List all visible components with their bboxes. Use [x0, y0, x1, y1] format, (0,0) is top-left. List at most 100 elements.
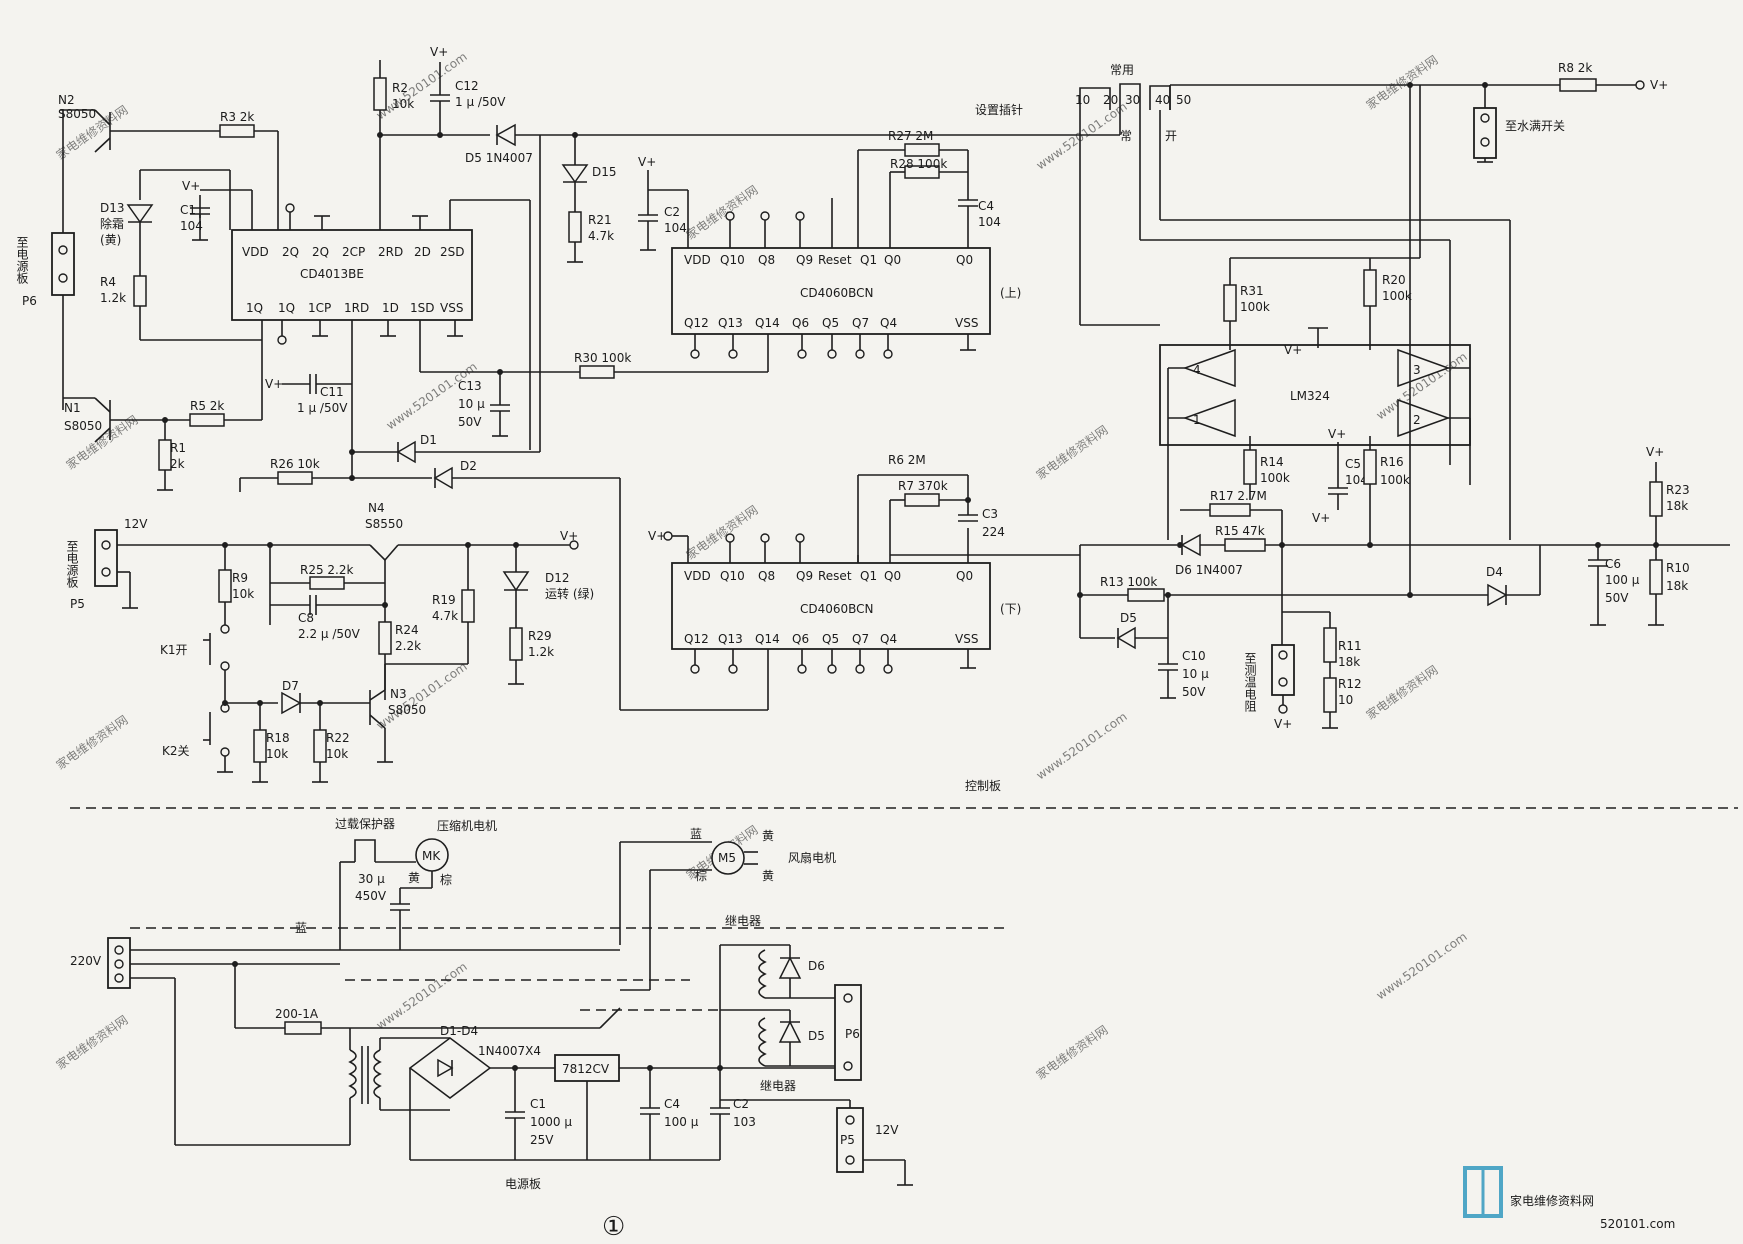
watermark-text: www.520101.com — [1374, 929, 1470, 1002]
pin-label: Q13 — [718, 316, 743, 330]
cd4013-ic: CD4013BE VDD 2Q 2Q 2CP 2RD 2D 2SD 1Q 1Q … — [231, 135, 531, 452]
resistor-r3 — [219, 124, 255, 138]
vplus-label: V+ — [1650, 78, 1668, 92]
pin-number: 40 — [1155, 93, 1170, 107]
regulator-7812 — [554, 1054, 620, 1082]
diode-d2 — [433, 466, 453, 490]
power-board-label: 电源板 — [505, 1177, 541, 1191]
c1-label: C1 — [180, 203, 196, 217]
kai-label: 开 — [1165, 129, 1177, 143]
r3-label: R3 2k — [220, 110, 254, 124]
transistor-n2: N2 S8050 — [58, 93, 200, 153]
p6-label: 至电源板 — [15, 236, 29, 285]
n4-ref: N4 — [368, 501, 385, 515]
v12-label: 12V — [124, 517, 148, 531]
pin-label: Q12 — [684, 316, 709, 330]
cd4060-upper-tag: (上) — [1000, 286, 1021, 300]
p6-ref: P6 — [22, 294, 37, 308]
connector-p5 — [94, 529, 118, 587]
opamp-unit: 1 — [1193, 413, 1201, 427]
resistor-r30 — [579, 365, 615, 379]
cd4060-lower-name: CD4060BCN — [800, 602, 874, 616]
resistor-r9 — [218, 569, 232, 603]
r20-value: 100k — [1382, 289, 1412, 303]
vplus-label: V+ — [1312, 511, 1330, 525]
d5-relay-label: D5 — [808, 1029, 825, 1043]
pin-label: Q6 — [792, 632, 809, 646]
diode-d5-ctrl — [1116, 626, 1136, 650]
d2-label: D2 — [460, 459, 477, 473]
transistor-n4: N4 S8550 — [365, 501, 570, 580]
d13-label: D13 — [100, 201, 125, 215]
setting-pins-header: 常用 10 20 30 40 50 常 开 — [1075, 63, 1540, 540]
pin-label: VDD — [242, 245, 269, 259]
c6-label: C6 — [1605, 557, 1621, 571]
pin-label: VDD — [684, 569, 711, 583]
chang-label: 常 — [1120, 129, 1132, 143]
resistor-r5 — [189, 413, 225, 427]
d5-label: D5 1N4007 — [465, 151, 533, 165]
diode-d7 — [281, 691, 302, 715]
resistor-r14 — [1243, 449, 1257, 485]
c5-value: 104 — [1345, 473, 1368, 487]
diode-d5-relay — [778, 1020, 802, 1043]
resistor-r12 — [1323, 677, 1337, 713]
diode-d5 — [495, 123, 516, 147]
site-logo: 家电维修资料网 520101.com — [1463, 1166, 1675, 1231]
watermark-text: 家电维修资料网 — [1033, 1022, 1110, 1082]
pin-label: Q7 — [852, 632, 869, 646]
pin-number: 50 — [1176, 93, 1191, 107]
led-d15 — [561, 164, 589, 184]
wire-color-label: 棕 — [440, 872, 452, 887]
r15-label: R15 47k — [1215, 524, 1265, 538]
pin-label: Q1 — [860, 569, 877, 583]
c6-voltage: 50V — [1605, 591, 1629, 605]
c4-label: C4 — [978, 199, 994, 213]
d6-label: D6 1N4007 — [1175, 563, 1243, 577]
c1-power-voltage: 25V — [530, 1133, 554, 1147]
r23-value: 18k — [1666, 499, 1688, 513]
c3-value: 224 — [982, 525, 1005, 539]
r30-label: R30 100k — [574, 351, 631, 365]
wire-color-label: 黄 — [408, 871, 420, 885]
vplus-label: V+ — [430, 45, 448, 59]
c12-label: C12 — [455, 79, 479, 93]
watermark-text: www.520101.com — [374, 959, 470, 1032]
compressor-motor-label: 压缩机电机 — [437, 818, 497, 833]
c8-label: C8 — [298, 611, 314, 625]
pin-label: Q13 — [718, 632, 743, 646]
figure-number: ① — [602, 1212, 625, 1242]
watermark-text: 家电维修资料网 — [1033, 422, 1110, 482]
d7-label: D7 — [282, 679, 299, 693]
d13-color: (黄) — [100, 233, 121, 247]
r29-value: 1.2k — [528, 645, 554, 659]
c4-power-label: C4 — [664, 1097, 680, 1111]
pin-label: Reset — [818, 253, 852, 267]
vplus-label: V+ — [265, 377, 283, 391]
pin-label: Q14 — [755, 632, 780, 646]
fuse-label: 200-1A — [275, 1007, 319, 1021]
c4-power-value: 100 μ — [664, 1115, 699, 1129]
d13-desc: 除霜 — [100, 216, 124, 231]
d5-ctrl-label: D5 — [1120, 611, 1137, 625]
vplus-label: V+ — [1328, 427, 1346, 441]
vplus-label: V+ — [182, 179, 200, 193]
pin-label: Q4 — [880, 632, 897, 646]
pin-label: VDD — [684, 253, 711, 267]
r9-value: 10k — [232, 587, 254, 601]
pin-label: Q4 — [880, 316, 897, 330]
r23-label: R23 — [1666, 483, 1690, 497]
cd4060-upper-name: CD4060BCN — [800, 286, 874, 300]
r24-value: 2.2k — [395, 639, 421, 653]
c1-power-value: 1000 μ — [530, 1115, 572, 1129]
r1-value: 2k — [170, 457, 185, 471]
r14-label: R14 — [1260, 455, 1284, 469]
watermark-text: 家电维修资料网 — [683, 502, 760, 562]
pin-label: Q1 — [860, 253, 877, 267]
relay-label: 继电器 — [760, 1079, 796, 1093]
c8-value: 2.2 μ /50V — [298, 627, 361, 641]
transistor-n1: N1 S8050 — [63, 397, 111, 443]
pin-label: Q0 — [884, 253, 901, 267]
opamp-unit: 4 — [1193, 363, 1201, 377]
fuse-200-1a — [284, 1021, 322, 1035]
